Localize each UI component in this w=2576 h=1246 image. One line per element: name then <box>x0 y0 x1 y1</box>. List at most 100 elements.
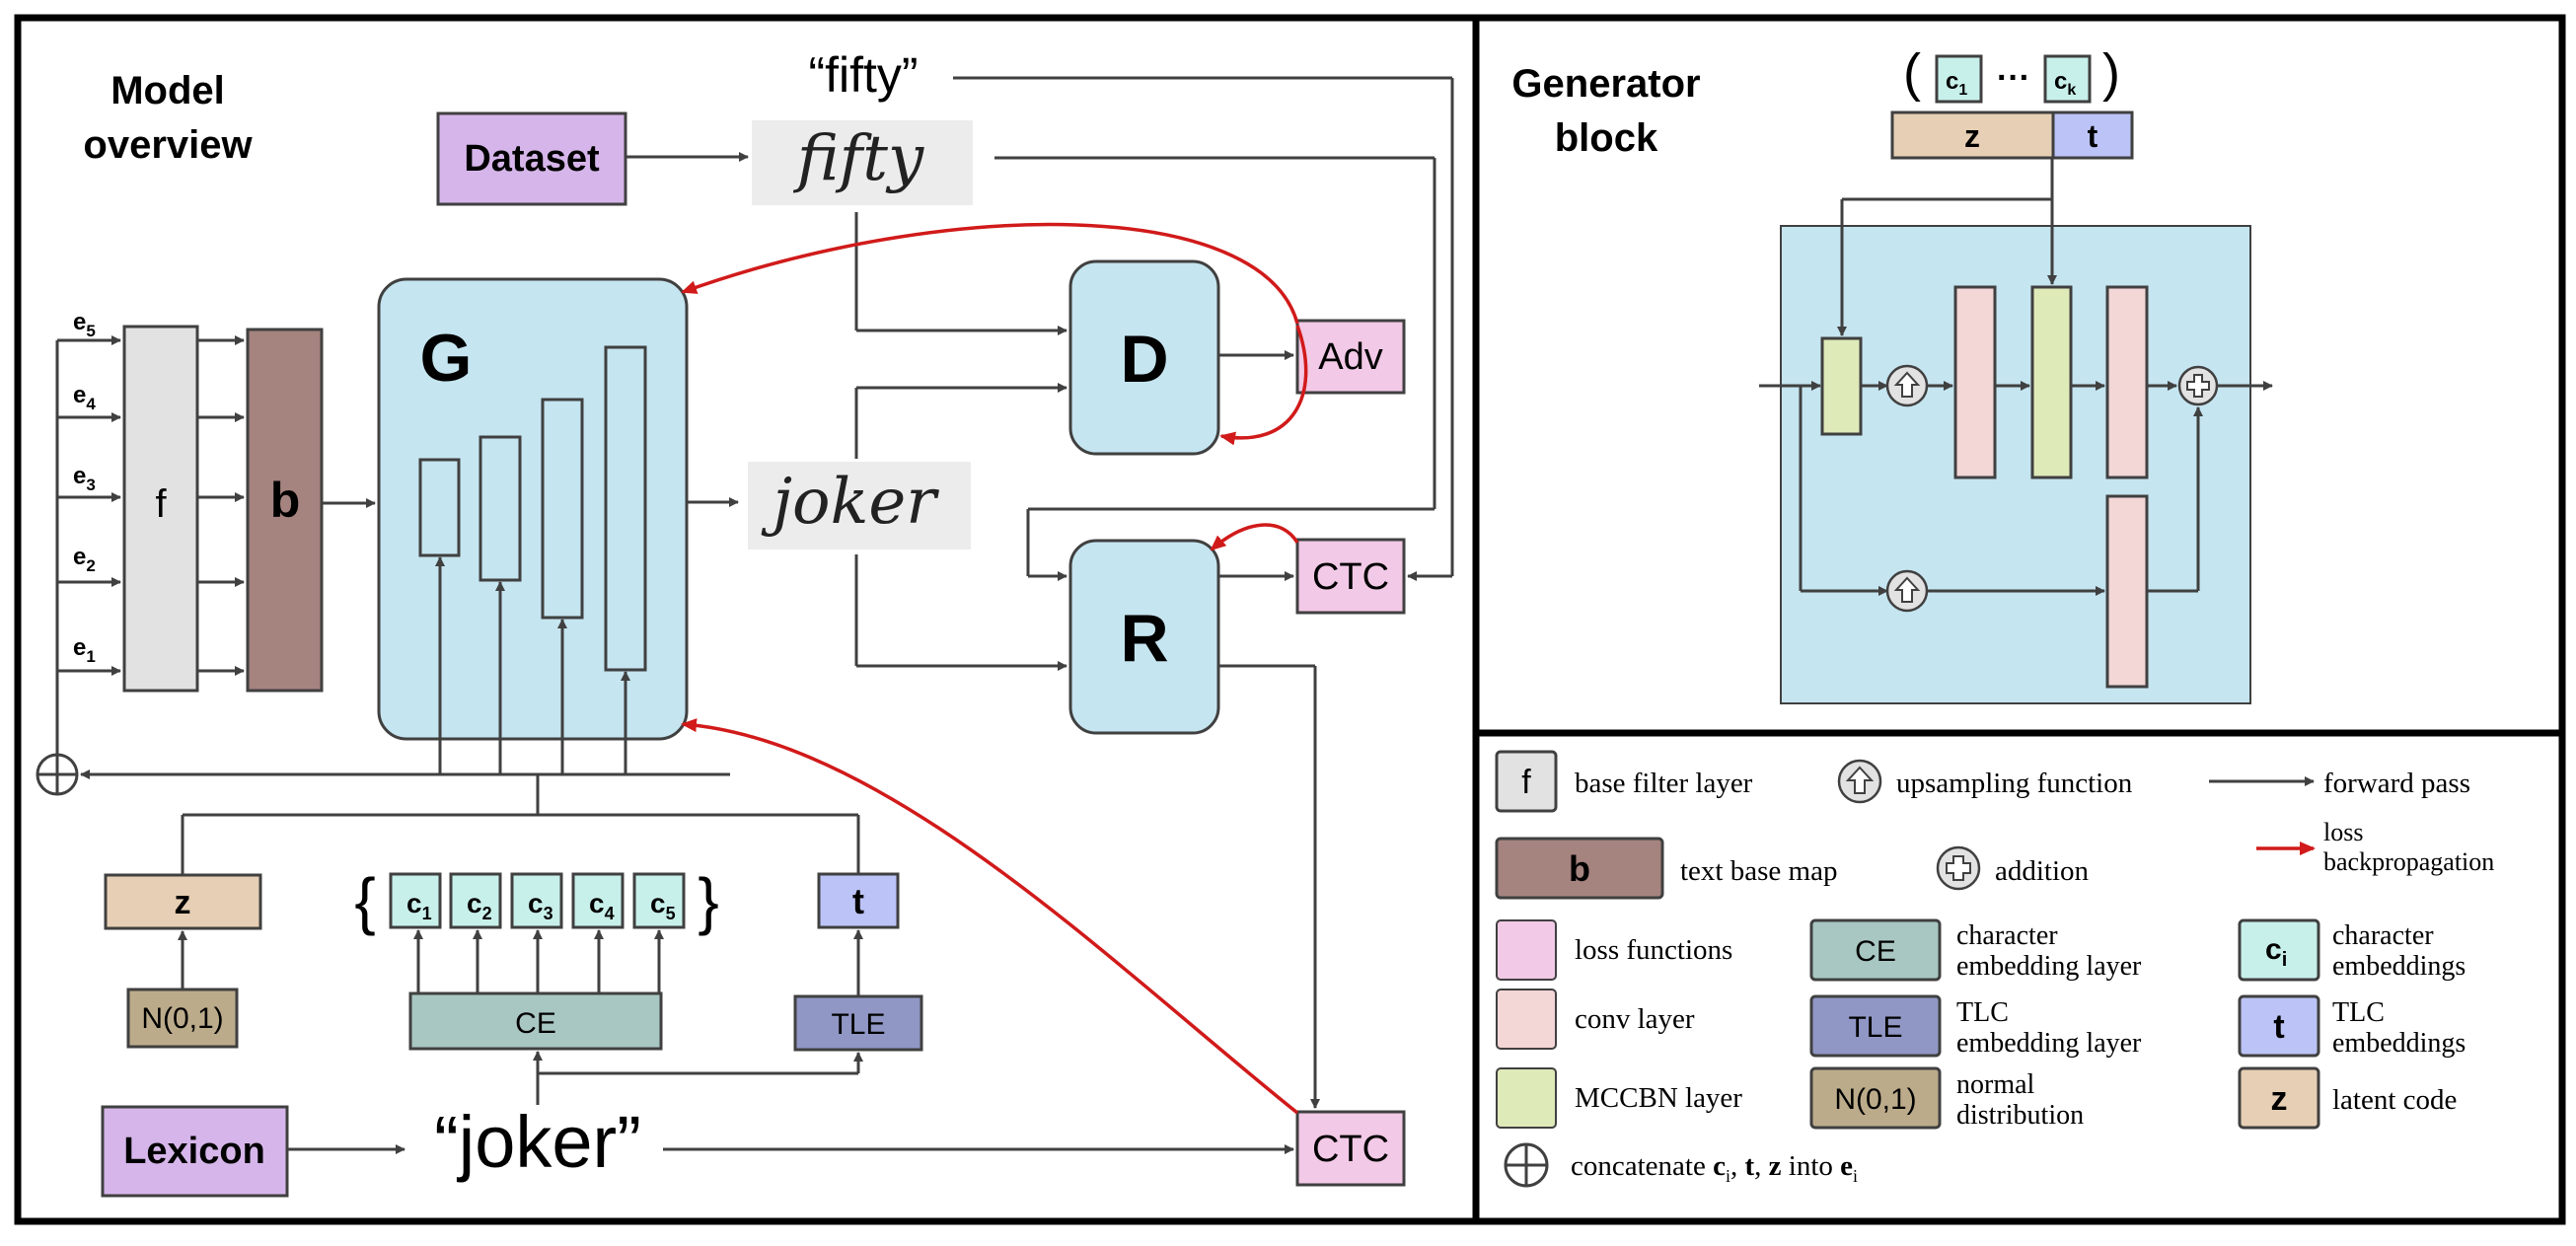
c3-box <box>510 872 563 929</box>
legend-f-text: base filter layer <box>1575 768 1753 799</box>
legend-f-box <box>1495 750 1558 813</box>
legend-ce-text1: character <box>1956 920 2058 951</box>
embedding-bus <box>181 556 860 896</box>
adv-loss-box <box>1295 319 1406 395</box>
ctc-loss-lower-box <box>1295 1110 1406 1187</box>
c1-box <box>389 872 442 929</box>
legend-fwd-text: forward pass <box>2323 768 2470 799</box>
legend-t-text2: embeddings <box>2332 1028 2466 1059</box>
ctc-loss-upper-box <box>1295 538 1406 615</box>
legend-b-label: b <box>1569 848 1590 889</box>
g-layer-3 <box>541 398 584 620</box>
legend-loss-text1: loss <box>2323 818 2363 846</box>
e-inputs: e5 e4 e3 e2 e1 <box>73 309 96 666</box>
gen-ck-label: ck <box>2054 68 2076 99</box>
legend-tle-label: TLE <box>1848 1011 1902 1044</box>
text-base-map-b-label: b <box>270 473 301 528</box>
c5-box <box>632 872 686 929</box>
fifty-quote: “fifty” <box>808 47 918 103</box>
gen-c1-label: c1 <box>1946 68 1967 99</box>
loss-backprop-arrows <box>681 222 1308 1115</box>
legend-ci-box <box>2238 918 2320 982</box>
legend-ci-label: ci <box>2265 933 2287 971</box>
legend-t-box <box>2238 994 2320 1058</box>
legend-t-text1: TLC <box>2332 997 2385 1028</box>
legend-conv-text: conv layer <box>1575 1003 1695 1035</box>
latent-z-box <box>104 873 262 930</box>
legend-ce-label: CE <box>1855 935 1896 968</box>
recognizer-R-label: R <box>1120 601 1168 676</box>
legend-b-box <box>1495 837 1664 900</box>
e2-label: e2 <box>73 544 96 575</box>
gen-t-label: t <box>2088 118 2098 154</box>
adv-loss-label: Adv <box>1318 336 1382 378</box>
conv-layer-skip <box>2105 494 2149 689</box>
n01-box <box>126 988 239 1049</box>
legend-conv-swatch <box>1496 989 1557 1050</box>
g-layer-2 <box>478 435 522 582</box>
legend-n01-text1: normal <box>1956 1069 2035 1100</box>
joker-to-embedders-lines <box>533 1051 863 1105</box>
addition-circle-plus-icon <box>2177 365 2219 406</box>
legend-add-text: addition <box>1995 855 2090 887</box>
tle-label: TLE <box>831 1008 885 1041</box>
fifty-sample-image <box>752 120 973 205</box>
generator-title-line2: block <box>1555 116 1658 160</box>
c-embedding-boxes: c1 c2 c3 c4 c5 <box>389 872 686 929</box>
legend-loss-fn-text: loss functions <box>1575 934 1732 966</box>
legend-b-text: text base map <box>1680 855 1837 887</box>
legend-mccbn-text: MCCBN layer <box>1575 1082 1742 1114</box>
ctc-loss-lower-label: CTC <box>1312 1129 1389 1170</box>
latent-z-label: z <box>175 884 191 921</box>
lexicon-box <box>101 1105 289 1198</box>
tle-box <box>793 994 923 1052</box>
legend-z-text: latent code <box>2332 1084 2457 1116</box>
ce-box <box>408 991 663 1051</box>
dataset-box <box>436 111 627 206</box>
legend-ce-box <box>1809 918 1942 982</box>
joker-quote: “joker” <box>434 1101 641 1183</box>
discriminator-D-label: D <box>1120 322 1168 397</box>
generator-block-panel: Generator block ( ) c1 ··· ck z t <box>1511 43 2273 704</box>
legend-f-label: f <box>1521 764 1531 801</box>
c-brace-open: { <box>354 865 375 936</box>
upsample-arrow-icon <box>1885 364 1929 407</box>
overview-title-line1: Model <box>110 69 225 112</box>
ce-to-c-arrows <box>413 929 664 993</box>
recognizer-R-box <box>1068 539 1220 735</box>
legend-tle-box <box>1809 994 1942 1058</box>
gen-z-label: z <box>1964 118 1980 154</box>
g-layer-1 <box>418 458 461 557</box>
gen-z-box <box>1890 110 2055 160</box>
legend-concat-text: concatenate ci, t, z into ei <box>1571 1150 1858 1186</box>
overview-title-line2: overview <box>83 123 253 167</box>
tlc-t-label: t <box>852 881 864 921</box>
e-input-arrows <box>55 335 245 755</box>
legend-ce-text2: embedding layer <box>1956 951 2142 982</box>
legend-n01-text2: distribution <box>1956 1100 2084 1131</box>
generator-title-line1: Generator <box>1511 62 1700 106</box>
legend-ci-text1: character <box>2332 920 2434 951</box>
legend-mccbn-swatch <box>1496 1067 1557 1129</box>
c4-box <box>571 872 625 929</box>
legend-n01-box <box>1809 1066 1942 1130</box>
gen-paren-close: ) <box>2102 43 2120 103</box>
joker-handwritten: joker <box>761 466 939 539</box>
conv-layer-1 <box>1953 285 1997 479</box>
c3-label: c3 <box>528 888 553 923</box>
generator-G-label: G <box>420 321 473 396</box>
c4-label: c4 <box>589 888 615 923</box>
ce-label: CE <box>515 1007 556 1040</box>
base-filter-f-box <box>122 325 199 693</box>
legend-concat-circle-plus-icon <box>1504 1142 1549 1188</box>
skip-upsample-arrow-icon <box>1885 569 1929 613</box>
legend-tle-text2: embedding layer <box>1956 1028 2142 1059</box>
legend-n01-label: N(0,1) <box>1834 1083 1916 1116</box>
legend-loss-text2: backpropagation <box>2323 847 2494 876</box>
joker-sample-image <box>748 462 971 550</box>
tlc-t-box <box>817 872 900 929</box>
legend-tle-text1: TLC <box>1956 997 2009 1028</box>
legend-z-box <box>2238 1066 2320 1130</box>
legend-loss-fn-swatch <box>1496 919 1557 981</box>
